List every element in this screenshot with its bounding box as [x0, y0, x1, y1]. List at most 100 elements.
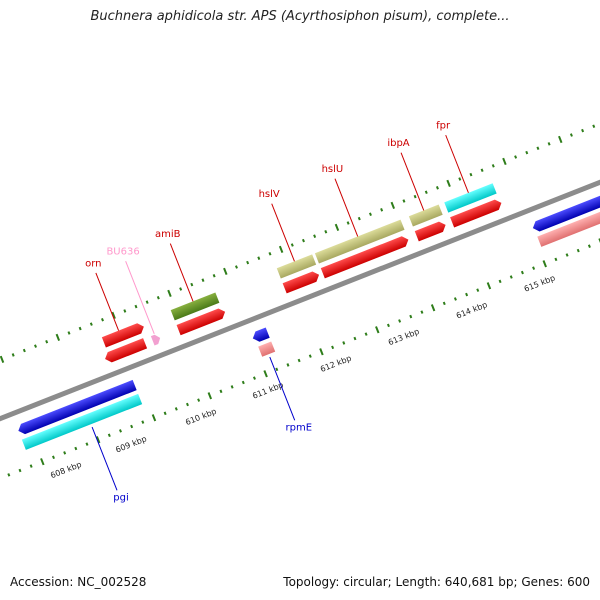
tick-mark	[190, 282, 194, 287]
tick-mark	[465, 292, 469, 297]
tick-mark	[130, 424, 134, 429]
tick-mark	[301, 238, 305, 243]
accession-label: Accession: NC_002528	[10, 575, 147, 589]
tick-mark	[558, 135, 563, 144]
gene-leader-line	[169, 243, 194, 302]
pgi-feature[interactable]	[16, 379, 137, 436]
tick-mark	[334, 223, 340, 232]
tick-mark	[502, 157, 507, 166]
tick-mark	[201, 278, 205, 282]
tick-mark	[234, 265, 238, 269]
pgi-gene[interactable]	[21, 393, 143, 450]
tick-mark	[342, 341, 346, 345]
gene-leader-line	[95, 272, 120, 331]
tick-mark	[446, 179, 451, 188]
ibpa-gene[interactable]	[408, 204, 443, 227]
tick-mark	[197, 398, 201, 402]
tick-mark	[420, 310, 424, 314]
tick-mark	[134, 304, 138, 309]
gene-leader-line	[400, 152, 425, 211]
hslu-gene[interactable]	[314, 219, 405, 264]
kbp-label: 614 kbp	[455, 300, 489, 320]
tick-mark	[230, 385, 234, 389]
tick-mark	[185, 402, 189, 407]
tick-mark	[453, 297, 457, 301]
orn-cds[interactable]	[101, 321, 146, 348]
ibpa-feature[interactable]	[414, 220, 448, 242]
bu636-feature[interactable]	[150, 333, 162, 346]
tick-mark	[509, 275, 513, 279]
gene-label-amib[interactable]: amiB	[155, 229, 181, 240]
tick-mark	[18, 468, 22, 473]
tick-mark	[525, 150, 529, 155]
tick-mark	[123, 309, 127, 313]
gene-leader-line	[91, 426, 118, 491]
tick-mark	[476, 288, 480, 292]
tick-mark	[29, 464, 33, 468]
tick-mark	[45, 339, 49, 344]
tick-mark	[11, 353, 15, 357]
tick-mark	[469, 172, 473, 177]
fpr-gene[interactable]	[444, 183, 497, 213]
gene-label-ibpa[interactable]: ibpA	[387, 138, 409, 149]
tick-mark	[107, 433, 111, 438]
hslv-gene[interactable]	[276, 254, 317, 279]
tick-mark	[268, 252, 272, 256]
rpme-feature[interactable]	[251, 327, 270, 343]
tick-mark	[491, 164, 495, 168]
fpr-feature[interactable]	[450, 198, 503, 228]
tick-mark	[346, 221, 350, 225]
amib-feature[interactable]	[176, 307, 228, 336]
tick-mark	[7, 473, 11, 477]
next-pink-gene[interactable]	[537, 201, 600, 247]
tick-mark	[569, 133, 573, 137]
orn-feature[interactable]	[103, 338, 148, 364]
gene-label-hslu[interactable]: hslU	[322, 164, 344, 175]
tick-mark	[592, 124, 596, 129]
gene-label-fpr[interactable]: fpr	[436, 121, 451, 132]
tick-mark	[324, 230, 328, 234]
gene-labels: pgi orn BU636 amiB rpmE hslV hslU ibpA fpr	[85, 121, 469, 504]
gene-label-rpme[interactable]: rpmE	[285, 423, 312, 434]
tick-mark	[542, 260, 547, 268]
tick-mark	[74, 446, 78, 451]
next-blue-feature[interactable]	[531, 187, 600, 233]
gene-label-orn[interactable]: orn	[85, 258, 101, 269]
tick-mark	[587, 244, 591, 248]
amib-gene[interactable]	[170, 292, 220, 321]
tick-mark	[119, 429, 122, 433]
tick-mark	[89, 322, 93, 326]
gene-label-bu636[interactable]: BU636	[106, 247, 139, 258]
tick-mark	[252, 376, 256, 380]
tick-mark	[219, 389, 223, 394]
tick-mark	[536, 146, 540, 150]
gene-leader-line	[334, 178, 359, 237]
tick-mark	[179, 287, 183, 291]
rpme-gene[interactable]	[258, 341, 276, 357]
feature-track	[101, 183, 503, 364]
tick-mark	[547, 142, 551, 146]
genome-backbone	[0, 151, 600, 450]
gene-label-pgi[interactable]: pgi	[113, 493, 128, 504]
gene-leader-line	[125, 261, 155, 334]
tick-mark	[480, 168, 484, 172]
tick-mark	[458, 177, 462, 181]
gene-label-hslv[interactable]: hslV	[259, 189, 280, 200]
tick-mark	[63, 451, 67, 455]
kbp-label: 613 kbp	[387, 327, 421, 347]
tick-mark	[174, 407, 178, 411]
tick-mark	[246, 260, 250, 265]
hslv-feature[interactable]	[282, 270, 321, 294]
tick-mark	[52, 455, 55, 460]
tick-mark	[386, 323, 390, 328]
gene-leader-line	[445, 134, 469, 193]
gene-leader-line	[269, 356, 296, 421]
hslu-feature[interactable]	[320, 234, 411, 279]
tick-mark	[278, 245, 284, 254]
tick-mark	[212, 274, 216, 278]
kbp-label: 610 kbp	[184, 407, 218, 427]
tick-mark	[0, 355, 5, 363]
kbp-label: 609 kbp	[114, 434, 148, 454]
